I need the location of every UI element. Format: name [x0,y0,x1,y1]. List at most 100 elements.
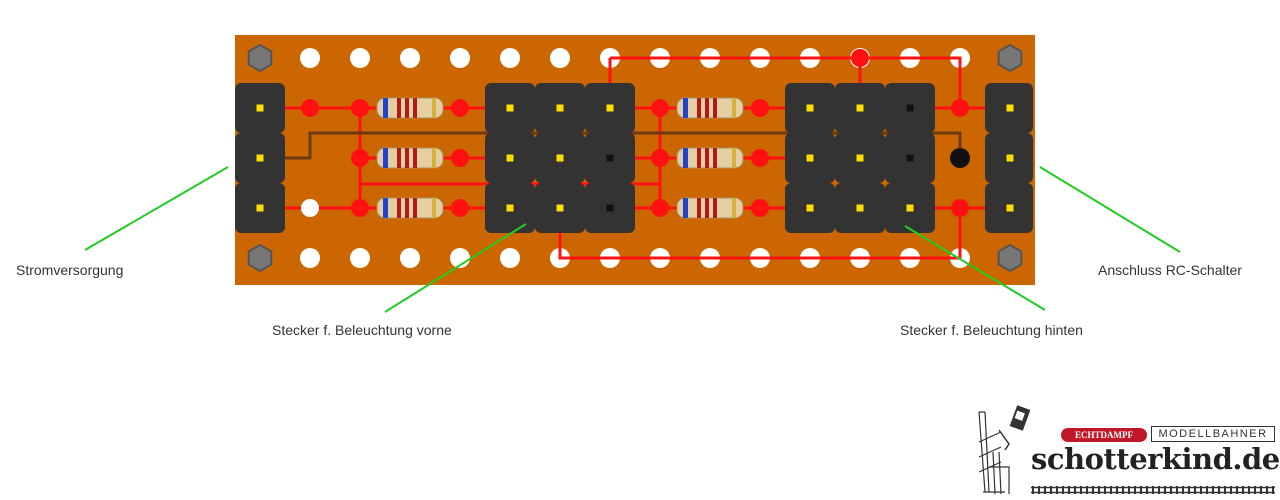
resistor-band [383,148,388,168]
board-hole [550,48,570,68]
resistor-band [432,98,436,118]
solder-point [851,49,869,67]
brand-name: schotterkind.de [1031,442,1280,476]
resistor-band [705,148,709,168]
resistor [376,147,444,169]
pin [506,154,514,162]
pin [806,154,814,162]
pin-headers [235,83,1033,233]
resistor-band [413,148,417,168]
resistor-band [683,198,688,218]
solder-point [751,99,769,117]
board-hole [350,248,370,268]
resistor-band [405,198,409,218]
board-hole [450,48,470,68]
trace [610,56,962,108]
pin [856,104,864,112]
resistor-band [432,148,436,168]
pin [606,154,614,162]
resistor-body [376,197,444,219]
resistor [676,147,744,169]
resistor-band [732,148,736,168]
mounting-screws [247,43,1023,273]
resistor-band [705,98,709,118]
resistor-band [383,198,388,218]
resistor [376,197,444,219]
resistor-band [713,98,717,118]
resistor-body [376,147,444,169]
pin [606,104,614,112]
resistor-band [705,198,709,218]
pin [1006,154,1014,162]
solder-point [951,99,969,117]
callout-line [904,225,1046,311]
label-rear-lighting-plug: Stecker f. Beleuchtung hinten [900,322,1083,338]
pin [556,104,564,112]
solder-point [351,149,369,167]
pin [906,104,914,112]
callout-line [1039,166,1181,253]
screw-icon [247,243,273,273]
resistor-band [683,98,688,118]
resistor-band [732,198,736,218]
solder-point [451,149,469,167]
solder-point [451,99,469,117]
callout-line [384,223,527,313]
screw-icon [997,43,1023,73]
board-hole [300,48,320,68]
solder-point [751,149,769,167]
resistor-band [713,148,717,168]
resistor-band [683,148,688,168]
schotterkind-logo: ECHTDAMPF MODELLBAHNER schotterkind.de [975,402,1280,497]
brand-subtitle: MODELLBAHNER [1151,426,1275,442]
ground-point [950,148,970,168]
solder-point [951,199,969,217]
resistor-body [676,147,744,169]
pin [506,104,514,112]
resistor [676,197,744,219]
board-hole [350,48,370,68]
resistor-band [697,98,701,118]
resistor-band [397,198,401,218]
screw-icon [247,43,273,73]
pin [556,204,564,212]
board-hole [500,248,520,268]
resistor-band [405,148,409,168]
jumper-wires [285,131,962,160]
rail-track-icon [1031,486,1275,494]
resistor-band [713,198,717,218]
pin [906,204,914,212]
board-hole [300,248,320,268]
pin [256,104,264,112]
resistor-body [376,97,444,119]
pin [806,104,814,112]
solder-point [651,99,669,117]
pin [906,154,914,162]
resistors [376,97,744,219]
screw-icon [997,243,1023,273]
solder-point [651,199,669,217]
resistor-band [383,98,388,118]
label-power-supply: Stromversorgung [16,262,124,278]
resistor [676,97,744,119]
resistor-body [676,197,744,219]
board-hole [500,48,520,68]
resistor-band [697,198,701,218]
resistor-band [405,98,409,118]
pin [506,204,514,212]
callout-lines [84,166,1181,313]
brand-badge: ECHTDAMPF [1061,428,1147,442]
resistor-body [676,97,744,119]
pin [806,204,814,212]
solder-point [351,99,369,117]
pin [856,154,864,162]
callout-line [84,166,229,251]
pin [606,204,614,212]
solder-point [451,199,469,217]
solder-point [751,199,769,217]
pin [256,204,264,212]
resistor-band [732,98,736,118]
resistor [376,97,444,119]
board-hole [301,199,319,217]
